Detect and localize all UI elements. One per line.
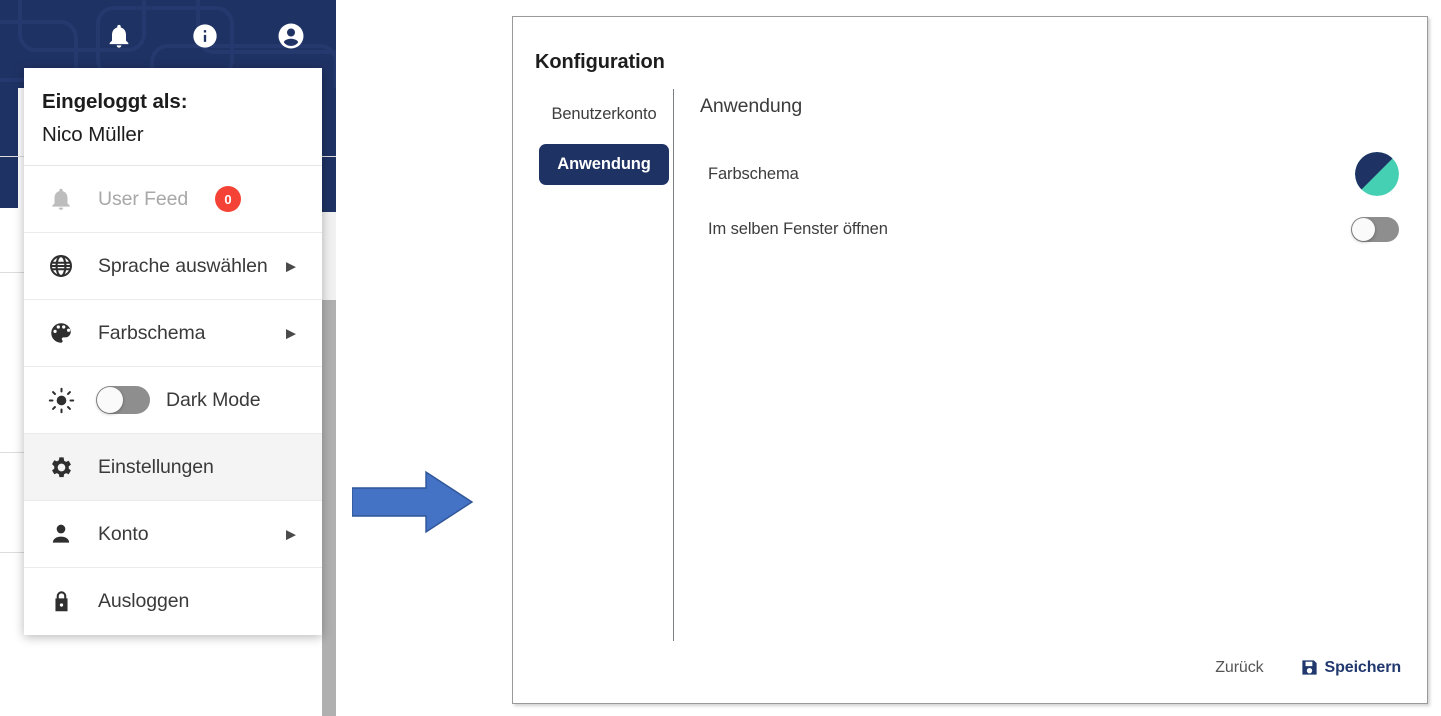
account-circle-icon[interactable] — [276, 21, 306, 51]
app-scrollbar[interactable] — [322, 300, 336, 716]
chevron-right-icon: ▶ — [286, 258, 296, 274]
user-name: Nico Müller — [42, 123, 144, 146]
panel-vertical-divider — [673, 89, 674, 641]
menu-item-label: Einstellungen — [98, 455, 214, 478]
gear-icon — [42, 454, 80, 481]
panel-footer: Zurück Speichern — [1215, 658, 1401, 677]
tab-anwendung[interactable]: Anwendung — [539, 144, 669, 185]
menu-item-label: Konto — [98, 522, 149, 545]
toggle-knob — [97, 387, 123, 413]
menu-item-sprache-auswaehlen[interactable]: Sprache auswählen ▶ — [24, 233, 322, 300]
setting-label: Im selben Fenster öffnen — [708, 219, 888, 238]
user-dropdown-menu: Eingeloggt als: Nico Müller User Feed 0 … — [24, 68, 322, 635]
menu-item-konto[interactable]: Konto ▶ — [24, 501, 322, 568]
configuration-panel: Konfiguration Benutzerkonto Anwendung An… — [512, 16, 1428, 704]
setting-row-farbschema: Farbschema — [708, 152, 1399, 196]
app-background-stripe-left — [0, 88, 18, 208]
save-floppy-icon — [1300, 658, 1319, 677]
user-feed-badge: 0 — [215, 186, 241, 212]
header-icon-group — [0, 0, 336, 72]
chevron-right-icon: ▶ — [286, 325, 296, 341]
menu-header: Eingeloggt als: Nico Müller — [24, 68, 322, 166]
menu-item-dark-mode[interactable]: Dark Mode — [24, 367, 322, 434]
bell-icon — [42, 186, 80, 212]
menu-item-ausloggen[interactable]: Ausloggen — [24, 568, 322, 635]
person-icon — [42, 521, 80, 547]
toggle-knob — [1352, 217, 1375, 241]
tab-benutzerkonto[interactable]: Benutzerkonto — [551, 105, 657, 123]
section-title: Anwendung — [700, 95, 803, 117]
app-background-stripe-right — [318, 88, 336, 212]
menu-item-farbschema[interactable]: Farbschema ▶ — [24, 300, 322, 367]
back-button[interactable]: Zurück — [1215, 658, 1264, 676]
page-title: Konfiguration — [535, 51, 665, 73]
app-scrollbar-cap — [322, 212, 336, 300]
info-icon[interactable] — [190, 21, 220, 51]
menu-item-label: Farbschema — [98, 321, 206, 344]
menu-item-label: Ausloggen — [98, 590, 190, 612]
menu-item-label: Dark Mode — [166, 388, 261, 411]
globe-icon — [42, 253, 80, 279]
menu-item-user-feed[interactable]: User Feed 0 — [24, 166, 322, 233]
settings-tab-list: Benutzerkonto Anwendung — [539, 97, 669, 185]
sun-icon — [42, 387, 80, 414]
color-scheme-swatch[interactable] — [1355, 152, 1399, 196]
save-button-label: Speichern — [1324, 658, 1402, 676]
flow-arrow-right — [351, 470, 474, 534]
chevron-right-icon: ▶ — [286, 526, 296, 542]
same-window-toggle[interactable] — [1351, 216, 1399, 242]
save-button[interactable]: Speichern — [1300, 658, 1401, 677]
dark-mode-toggle[interactable] — [96, 386, 150, 414]
menu-item-label: User Feed — [98, 187, 189, 210]
logged-in-as-label: Eingeloggt als: — [42, 90, 188, 113]
menu-item-label: Sprache auswählen — [98, 254, 268, 277]
setting-row-im-selben-fenster-oeffnen: Im selben Fenster öffnen — [708, 209, 1399, 249]
setting-label: Farbschema — [708, 164, 799, 183]
notifications-bell-icon[interactable] — [104, 21, 134, 51]
lock-icon — [42, 589, 80, 614]
palette-icon — [42, 320, 80, 346]
menu-item-einstellungen[interactable]: Einstellungen — [24, 434, 322, 501]
